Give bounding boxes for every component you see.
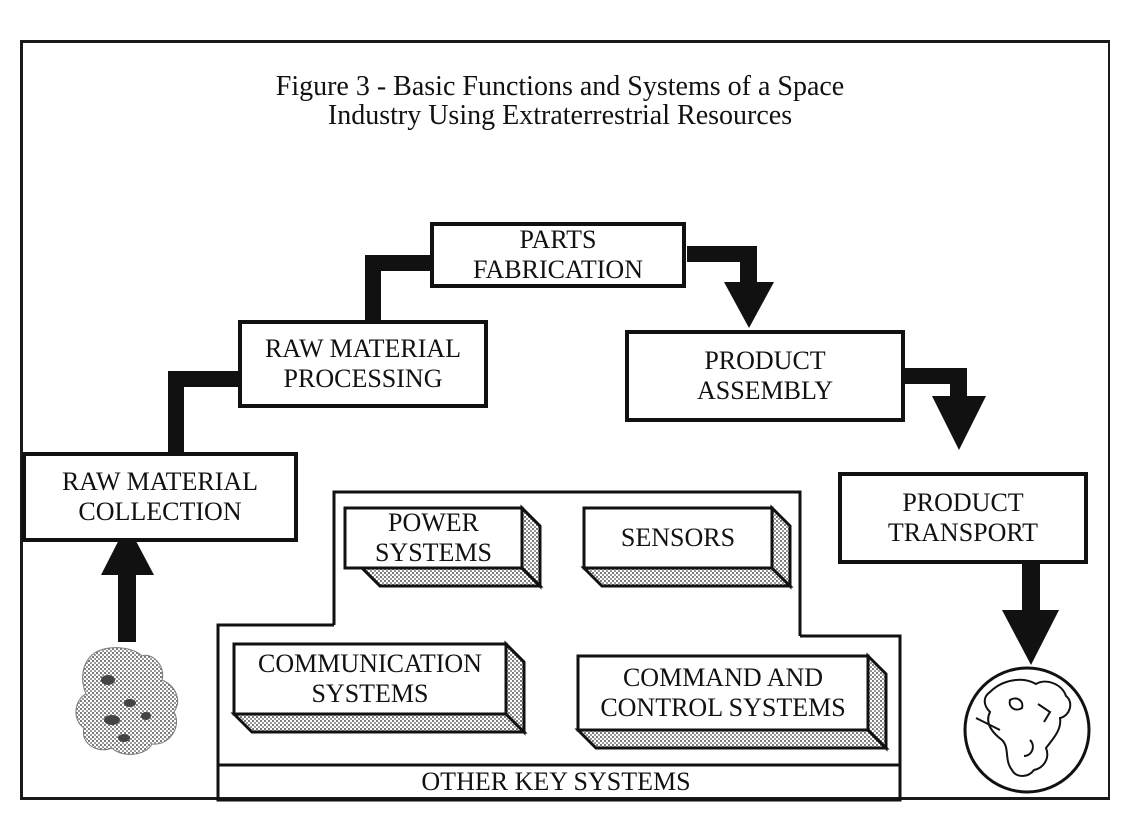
raw-material-processing-label-1: RAW MATERIAL	[264, 334, 462, 363]
parts-fabrication-label-1: PARTS	[519, 225, 597, 254]
command-and-control-systems-label-2: CONTROL SYSTEMS	[600, 693, 846, 722]
parts-fabrication-box: PARTS FABRICATION	[430, 222, 686, 288]
raw-material-collection-label-2: COLLECTION	[78, 497, 242, 526]
power-systems-label: POWER SYSTEMS	[345, 508, 522, 568]
raw-material-collection-label-1: RAW MATERIAL	[61, 467, 259, 496]
product-assembly-box: PRODUCT ASSEMBLY	[625, 330, 905, 422]
arrow-fabrication-to-assembly	[687, 246, 774, 328]
block-power-systems	[343, 504, 544, 590]
other-key-systems-frame	[216, 490, 902, 802]
raw-material-processing-label-2: PROCESSING	[283, 364, 443, 393]
product-transport-label-1: PRODUCT	[902, 488, 1024, 517]
figure-title: Figure 3 - Basic Functions and Systems o…	[200, 72, 920, 130]
product-assembly-label-1: PRODUCT	[704, 346, 826, 375]
block-command-and-control-systems	[574, 652, 890, 752]
communication-systems-label-2: SYSTEMS	[311, 679, 429, 708]
product-transport-box: PRODUCT TRANSPORT	[838, 472, 1088, 564]
power-systems-label-1: POWER	[388, 508, 479, 537]
communication-systems-label: COMMUNICATION SYSTEMS	[234, 644, 506, 714]
asteroid-icon	[75, 647, 178, 755]
raw-material-collection-box: RAW MATERIAL COLLECTION	[22, 452, 298, 542]
connector-collection-to-processing	[168, 371, 244, 459]
communication-systems-label-1: COMMUNICATION	[258, 649, 482, 678]
arrow-asteroid-to-collection	[101, 524, 154, 642]
figure-title-line-2: Industry Using Extraterrestrial Resource…	[327, 100, 793, 131]
block-communication-systems	[230, 640, 528, 736]
parts-fabrication-label-2: FABRICATION	[473, 255, 643, 284]
connector-processing-to-fabrication	[365, 255, 435, 325]
earth-globe-icon	[963, 666, 1091, 794]
raw-material-processing-box: RAW MATERIAL PROCESSING	[238, 320, 488, 408]
figure-title-line-1: Figure 3 - Basic Functions and Systems o…	[275, 71, 845, 102]
product-assembly-label-2: ASSEMBLY	[696, 376, 834, 405]
arrow-transport-to-earth	[1002, 564, 1059, 665]
command-and-control-systems-label-1: COMMAND AND	[622, 663, 824, 692]
block-sensors	[580, 504, 794, 590]
power-systems-label-2: SYSTEMS	[374, 538, 493, 567]
command-and-control-systems-label: COMMAND AND CONTROL SYSTEMS	[578, 656, 868, 730]
other-key-systems-label: OTHER KEY SYSTEMS	[421, 767, 691, 796]
sensors-label: SENSORS	[584, 508, 772, 568]
product-transport-label-2: TRANSPORT	[887, 518, 1039, 547]
sensors-label-1: SENSORS	[620, 523, 736, 552]
arrow-assembly-to-transport	[905, 368, 986, 450]
